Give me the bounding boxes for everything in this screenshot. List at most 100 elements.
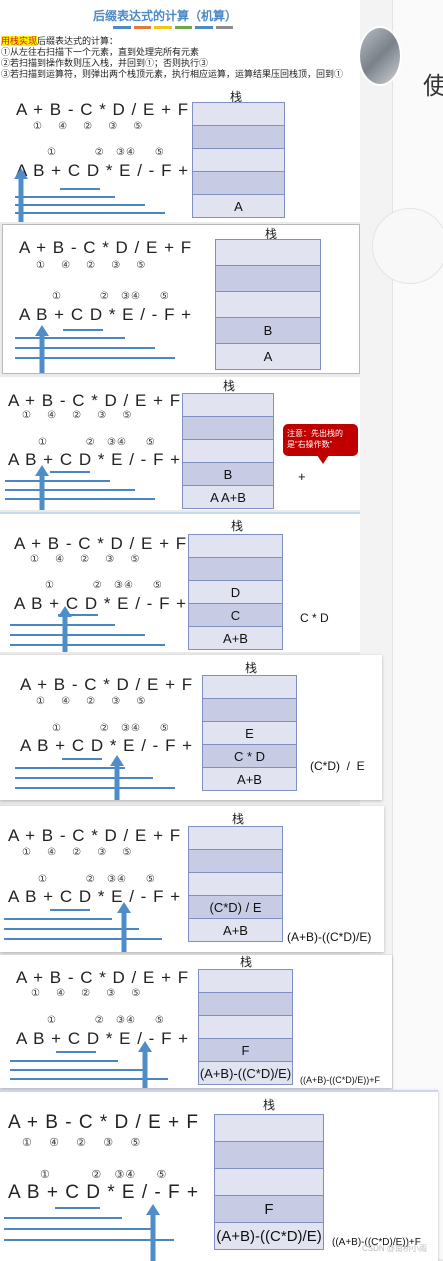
operation-label: ((A+B)-((C*D)/E))+F [332,1237,421,1248]
bracket-line [4,1217,122,1219]
postfix-order: ① ② ③④ ⑤ [40,1169,168,1181]
stack-cell: C * D [202,744,297,768]
bracket-line [50,471,90,473]
color-bar [215,26,233,29]
side-heading-char: 使 [423,72,443,100]
stack-cell: F [214,1195,324,1223]
stack-cell [192,171,285,195]
bracket-line [10,1060,118,1062]
stack-cell [214,1141,324,1169]
stack-label: 栈 [231,519,244,533]
stack-cell: A [192,194,285,218]
slide-5: A + B - C * D / E + F ① ④ ② ③ ⑤ ① ② ③④ ⑤… [0,655,382,800]
stack-cell [188,557,283,581]
scan-pointer-arrow [117,902,131,952]
postfix-order: ① ② ③④ ⑤ [45,580,163,591]
postfix-order: ① ② ③④ ⑤ [47,147,165,158]
stack-cell [215,291,321,318]
stack-label: 栈 [245,661,258,675]
stack-cell [215,265,321,292]
infix-order: ① ④ ② ③ ⑤ [22,1137,142,1149]
color-bar [174,26,192,29]
infix-expression: A + B - C * D / E + F [14,534,188,553]
infix-order: ① ④ ② ③ ⑤ [22,847,133,858]
stack-cell: E [202,721,297,745]
stack-cell [198,992,293,1016]
postfix-expression: A B + C D * E / - F + [8,450,182,469]
bracket-line [4,1228,154,1230]
scan-pointer-arrow [138,1041,152,1088]
slide-2: A + B - C * D / E + F ① ④ ② ③ ⑤ ① ② ③④ ⑤… [2,224,360,374]
scan-pointer-arrow [35,465,49,510]
bracket-line [15,777,153,779]
bracket-line [60,188,100,190]
stack-cell [182,416,274,440]
stack-cell [198,969,293,993]
bracket-line [4,938,162,940]
stack-label: 栈 [263,1098,276,1112]
postfix-expression: A B + C D * E / - F + [14,594,188,613]
bracket-line [4,918,112,920]
bracket-line [15,347,155,349]
note-callout: 注意：先出栈的是“右操作数” [283,424,358,464]
infix-expression: A + B - C * D / E + F [16,968,190,987]
bracket-line [10,1069,145,1071]
bracket-line [5,489,135,491]
intro-step-2: ②若扫描到操作数则压入栈，并回到①；否则执行③ [1,58,209,68]
stack-cell: A+B [188,918,283,942]
bracket-line [15,196,115,198]
floating-circle-button[interactable] [372,208,443,284]
stack-cell [198,1015,293,1039]
postfix-expression: A B + C D * E / - F + [20,736,194,755]
stack-cell [215,239,321,266]
stack-cell: (A+B)-((C*D)/E) [198,1061,293,1085]
postfix-order: ① ② ③④ ⑤ [38,874,156,885]
stack: F(A+B)-((C*D)/E) [214,1114,324,1250]
stack-cell: A+B [202,767,297,791]
postfix-expression: A B + C D * E / - F + [16,1029,190,1048]
stack-cell: F [198,1038,293,1062]
bracket-line [63,329,103,331]
bracket-line [56,1051,96,1053]
infix-expression: A + B - C * D / E + F [20,675,194,694]
bracket-line [10,1078,168,1080]
postfix-expression: A B + C D * E / - F + [8,887,182,906]
intro-step-3: ③若扫描到运算符，则弹出两个栈顶元素，执行相应运算，运算结果压回栈顶，回到① [1,69,344,79]
bracket-line [15,767,125,769]
stack-label: 栈 [265,227,278,241]
scan-pointer-arrow [146,1204,160,1261]
postfix-expression: A B + C D * E / - F + [16,161,190,180]
operation-label: (A+B)-((C*D)/E) [287,930,372,944]
bracket-line [58,614,98,616]
stack-cell [188,872,283,896]
bracket-line [10,644,165,646]
intro-highlight: 用栈实现 [1,36,38,46]
stack: A [192,102,285,218]
slide-7: A + B - C * D / E + F ① ④ ② ③ ⑤ ① ② ③④ ⑤… [0,955,392,1088]
stack-cell [188,534,283,558]
stack-cell [192,125,285,149]
color-bar [195,26,213,29]
infix-order: ① ④ ② ③ ⑤ [36,696,147,707]
scan-pointer-arrow [14,168,28,222]
stack-cell [182,393,274,417]
postfix-order: ① ② ③④ ⑤ [52,291,170,302]
avatar[interactable] [358,26,402,86]
slide-6: A + B - C * D / E + F ① ④ ② ③ ⑤ ① ② ③④ ⑤… [0,806,384,952]
postfix-expression: A B + C D * E / - F + [19,305,193,324]
bracket-line [15,212,165,214]
stack-cell [202,698,297,722]
watermark: CSDN @南桥小雨 [362,1244,428,1253]
infix-order: ① ④ ② ③ ⑤ [33,121,144,132]
color-bar [113,26,131,29]
slide-4: A + B - C * D / E + F ① ④ ② ③ ⑤ ① ② ③④ ⑤… [0,512,360,652]
bracket-line [4,1239,174,1241]
scan-pointer-arrow [110,755,124,800]
infix-expression: A + B - C * D / E + F [16,100,190,119]
stack-cell [182,439,274,463]
stack-cell: A+B [188,626,283,650]
operation-label: (C*D) / E [310,759,365,773]
